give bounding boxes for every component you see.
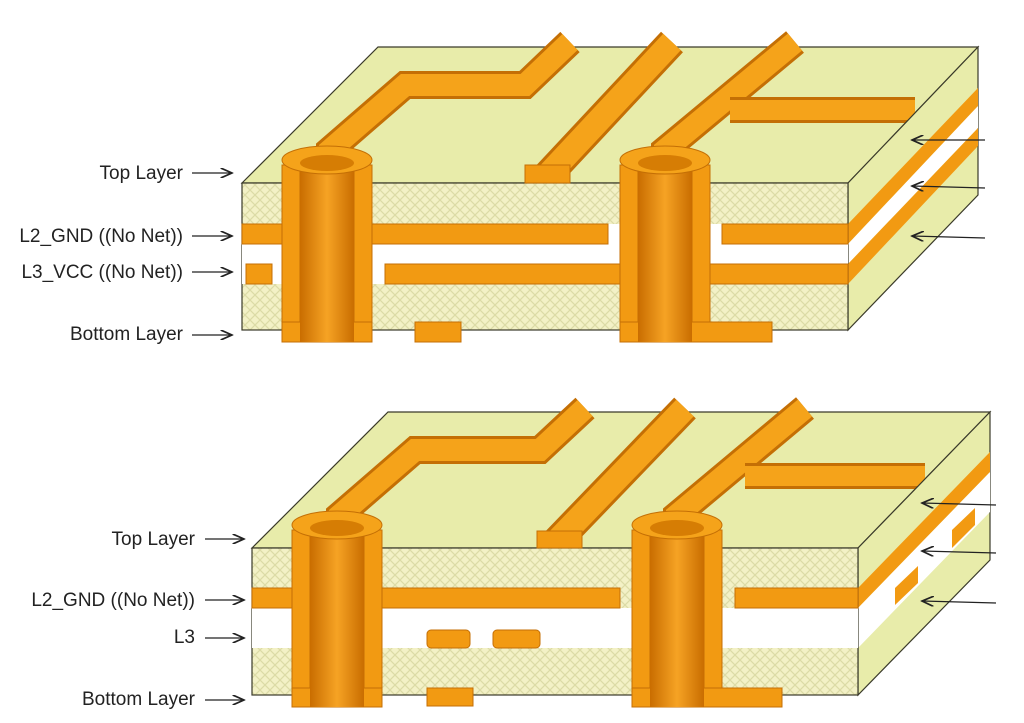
side-l3-plane [848, 128, 978, 284]
top-trace-end [524, 164, 571, 184]
top-trace-end [536, 530, 583, 549]
label-l3: L3 [174, 627, 195, 648]
label-l3-vcc: L3_VCC ((No Net)) [21, 262, 183, 283]
l3-trace-1 [426, 629, 471, 649]
diagram-signal-trace-stackup: Top Layer L2_GND ((No Net)) L3 Bottom La… [31, 397, 997, 710]
via-2 [631, 510, 783, 708]
inner-copper [241, 164, 849, 343]
side-l3-trace-1 [952, 508, 975, 548]
label-top-layer: Top Layer [100, 163, 184, 184]
side-arrows [922, 503, 997, 603]
via-1 [281, 145, 373, 343]
l3-plane-mid [384, 263, 636, 285]
label-bottom-layer: Bottom Layer [70, 324, 184, 345]
label-arrows [192, 173, 232, 335]
label-l2-gnd: L2_GND ((No Net)) [19, 226, 183, 247]
inner-copper [251, 530, 859, 707]
side-l3-trace-2 [895, 566, 918, 605]
label-l2-gnd: L2_GND ((No Net)) [31, 590, 195, 611]
label-top-layer: Top Layer [112, 529, 196, 550]
label-bottom-layer: Bottom Layer [82, 689, 196, 710]
diagram-signal-plane-stackup: Top Layer L2_GND ((No Net)) L3_VCC ((No … [19, 31, 986, 345]
bottom-trace [414, 321, 462, 343]
bottom-trace [426, 687, 474, 707]
l2-plane-mid [349, 223, 609, 245]
side-core [858, 472, 990, 648]
via-2 [619, 145, 773, 343]
side-l2-plane [858, 452, 990, 608]
side-arrows [912, 140, 986, 238]
label-arrows [205, 539, 244, 700]
l3-trace-2 [492, 629, 541, 649]
l3-pad-left [245, 263, 273, 285]
l2-plane-mid [359, 587, 621, 609]
side-l2-plane [848, 88, 978, 244]
via-1 [291, 510, 383, 708]
l2-plane-right [734, 587, 859, 609]
l3-plane-right [694, 263, 849, 285]
l2-plane-right [721, 223, 849, 245]
